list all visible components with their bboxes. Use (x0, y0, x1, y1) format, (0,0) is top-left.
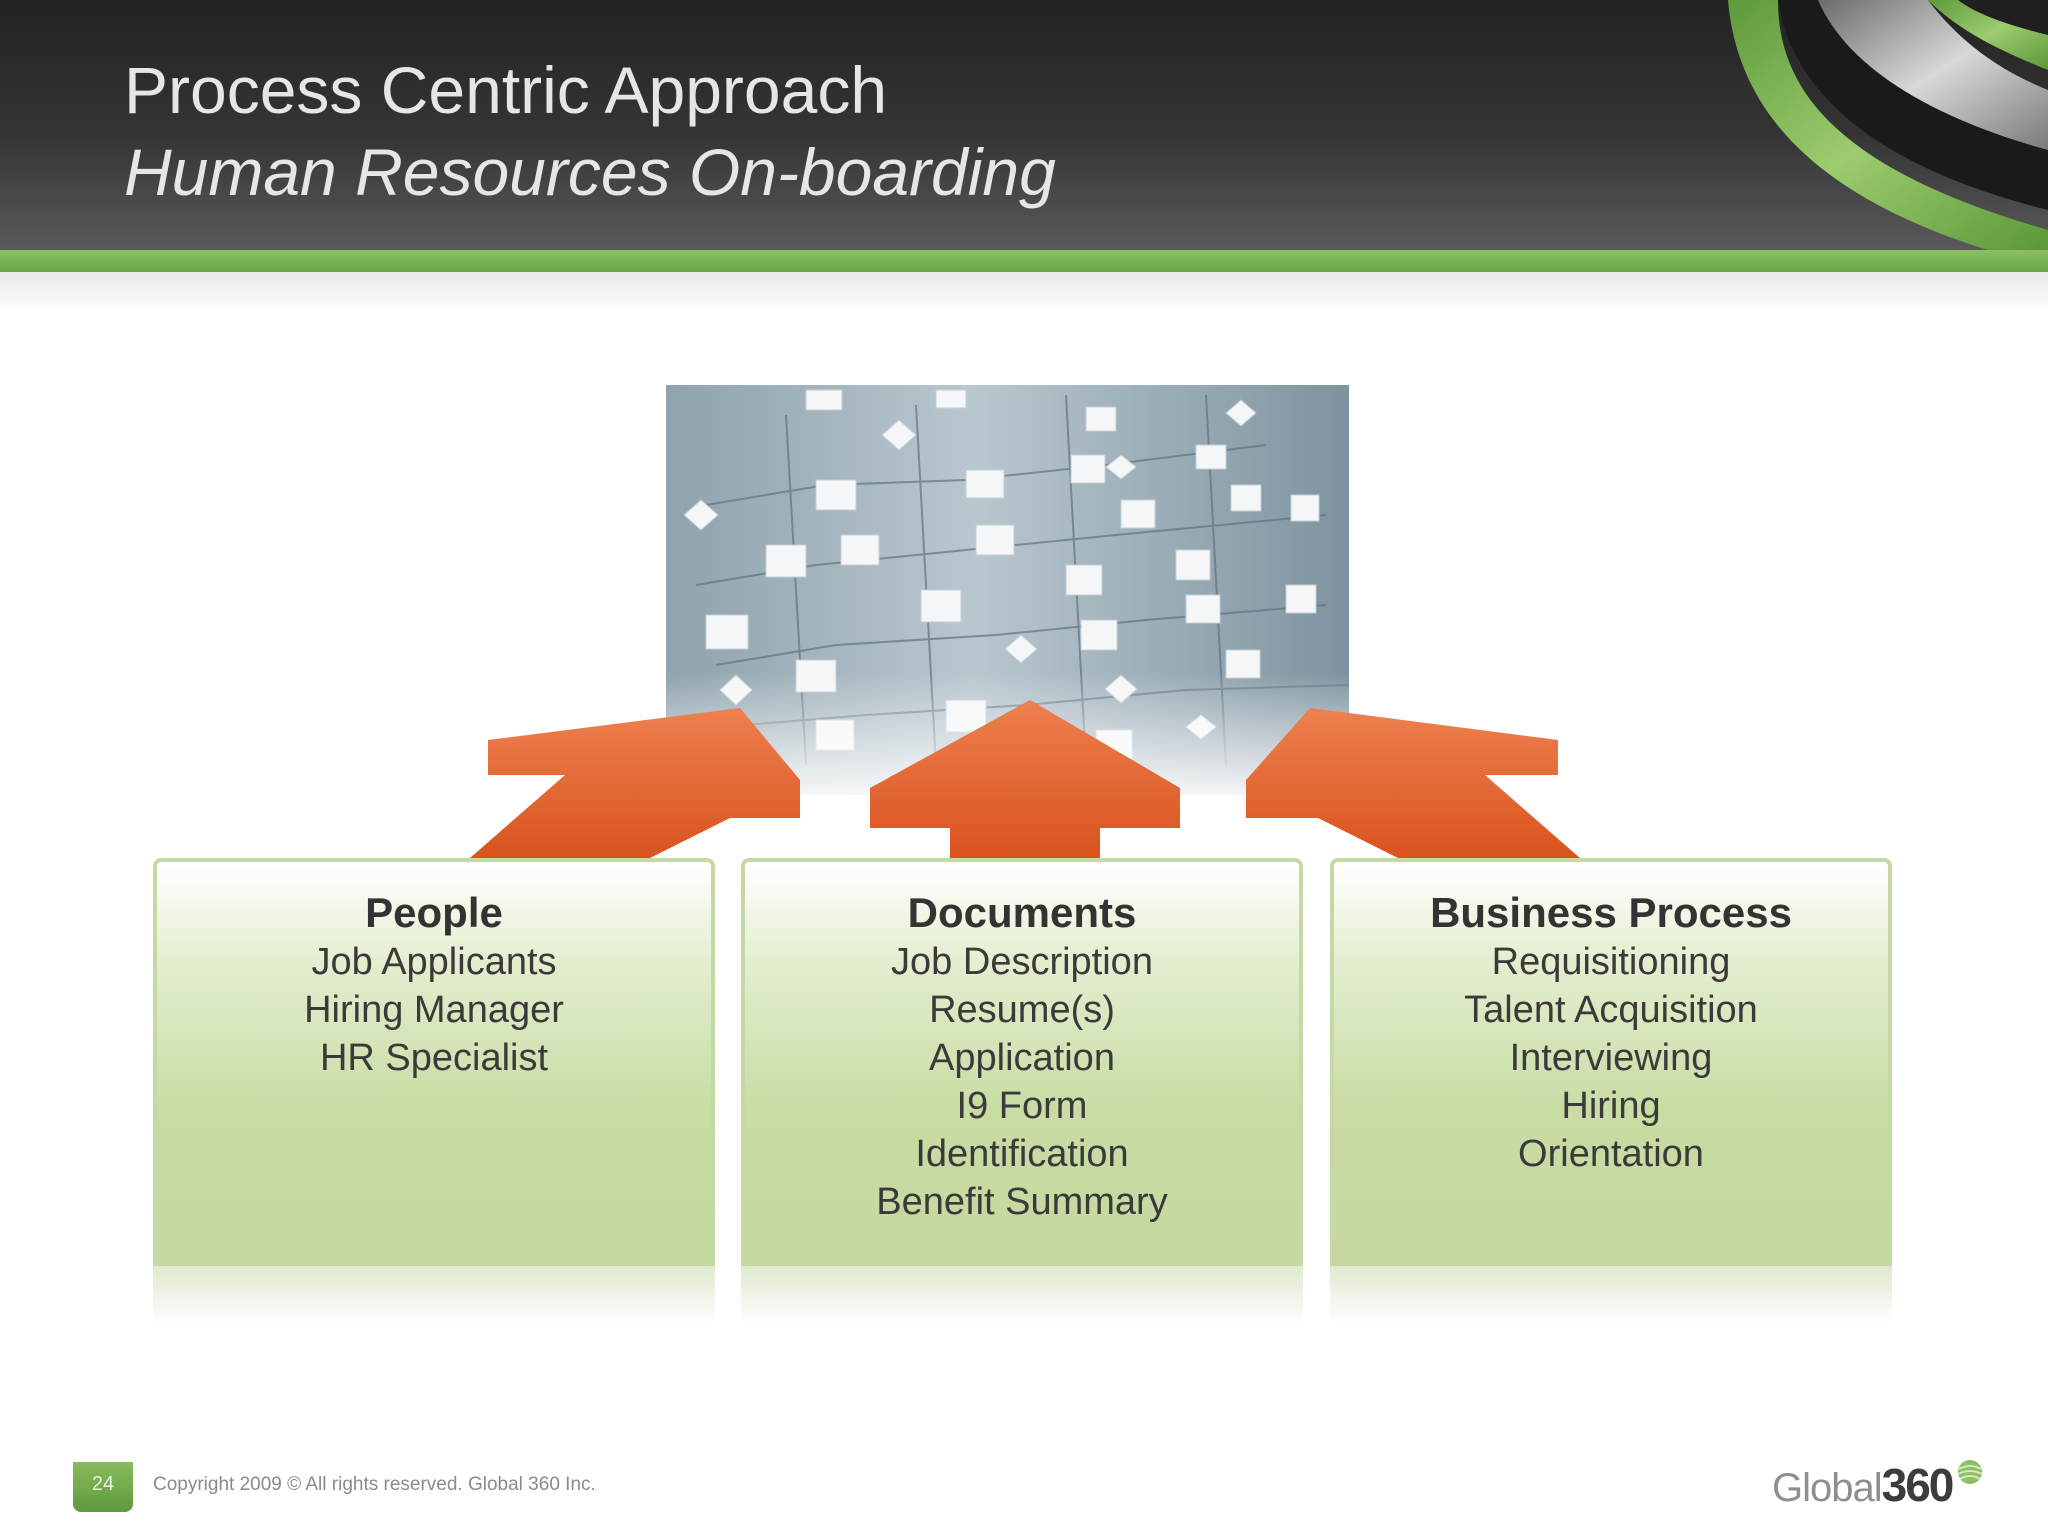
orange-arrows (470, 700, 1580, 858)
box-reflection (1330, 1266, 1892, 1324)
slide-header: Process Centric Approach Human Resources… (0, 0, 2048, 250)
box-item: Benefit Summary (876, 1181, 1168, 1223)
page-number: 24 (73, 1462, 133, 1512)
box-item: Hiring Manager (304, 989, 564, 1031)
box-item: I9 Form (956, 1085, 1088, 1127)
arrow-right (1246, 708, 1580, 858)
box-item: HR Specialist (319, 1037, 549, 1079)
swoosh-graphic (1728, 0, 2048, 250)
box-heading: Documents (907, 889, 1137, 936)
globe-icon (1957, 1460, 1983, 1484)
box-item: Application (929, 1037, 1115, 1079)
box-reflection (153, 1266, 715, 1324)
box-item: Orientation (1518, 1133, 1704, 1175)
box-item: Job Applicants (311, 941, 557, 983)
box-people: People Job Applicants Hiring Manager HR … (153, 858, 715, 1266)
box-item: Identification (915, 1133, 1129, 1175)
arrow-left (470, 708, 800, 858)
box-item: Job Description (891, 941, 1153, 983)
header-shadow (0, 272, 2048, 312)
box-item: Resume(s) (929, 989, 1115, 1031)
copyright-text: Copyright 2009 © All rights reserved. Gl… (153, 1474, 596, 1495)
box-item: Requisitioning (1491, 941, 1731, 983)
box-business-process: Business Process Requisitioning Talent A… (1330, 858, 1892, 1266)
box-heading: People (365, 889, 503, 936)
box-item: Interviewing (1509, 1037, 1713, 1079)
box-item: Talent Acquisition (1464, 989, 1758, 1031)
box-item: Hiring (1561, 1085, 1661, 1127)
box-reflection (741, 1266, 1303, 1324)
header-green-band (0, 250, 2048, 272)
arrow-center (870, 700, 1180, 858)
box-documents: Documents Job Description Resume(s) Appl… (741, 858, 1303, 1266)
logo-text: Global (1772, 1466, 1883, 1510)
logo-number: 360 (1881, 1459, 1955, 1511)
box-heading: Business Process (1430, 889, 1792, 936)
global360-logo: Global360 (1772, 1455, 1985, 1515)
slide-subtitle: Human Resources On-boarding (124, 135, 1056, 209)
slide-title: Process Centric Approach (124, 53, 888, 127)
